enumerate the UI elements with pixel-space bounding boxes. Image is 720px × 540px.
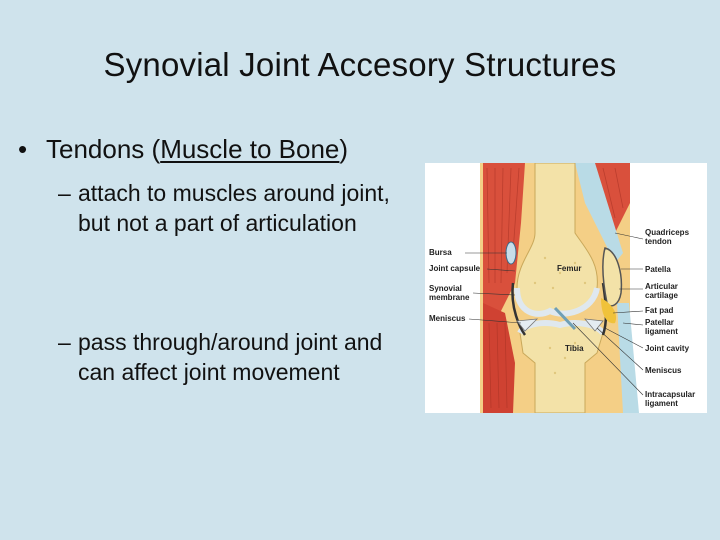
label-bursa: Bursa (429, 248, 452, 257)
bullet-suffix: ) (339, 134, 349, 164)
label-patella: Patella (645, 265, 671, 274)
label-meniscus-left: Meniscus (429, 314, 466, 323)
label-intracapsular: Intracapsular (645, 390, 695, 399)
intracapsular-ligament (553, 306, 577, 331)
bursa (505, 241, 517, 265)
label-membrane: membrane (429, 293, 470, 302)
label-patellar: Patellar (645, 318, 674, 327)
muscle-left-upper (483, 163, 525, 413)
quadriceps-tendon (575, 163, 623, 263)
bullet-dot: • (18, 134, 28, 164)
bullet-prefix: Tendons ( (46, 134, 161, 164)
bullet-tendons: • Tendons (Muscle to Bone) (18, 132, 348, 166)
femur-cartilage (514, 287, 600, 317)
fat-pad (601, 298, 617, 324)
bullet-underlined: Muscle to Bone (160, 134, 340, 164)
label-intracapsular-ligament: ligament (645, 399, 678, 408)
label-ligament: ligament (645, 327, 678, 336)
subpoint-text: attach to muscles around joint, but not … (78, 180, 390, 236)
meniscus-right (584, 318, 604, 332)
subpoint-2: – pass through/around joint and can affe… (58, 327, 398, 387)
knee-joint-svg: Bursa Joint capsule Synovial membrane Me… (429, 163, 695, 413)
label-articular: Articular (645, 282, 678, 291)
label-meniscus-right: Meniscus (645, 366, 682, 375)
leader-lines (465, 232, 644, 396)
subpoint-1: – attach to muscles around joint, but no… (58, 178, 398, 238)
label-joint-cavity: Joint cavity (645, 344, 690, 353)
meniscus-left (516, 318, 539, 332)
label-cartilage: cartilage (645, 291, 678, 300)
knee-joint-illustration: Bursa Joint capsule Synovial membrane Me… (425, 163, 707, 413)
muscle-left-lower (483, 303, 515, 413)
patella-bone (602, 247, 623, 307)
subpoint-dash: – (58, 329, 71, 355)
label-tendon: tendon (645, 237, 672, 246)
label-fat-pad: Fat pad (645, 306, 674, 315)
label-femur: Femur (557, 264, 581, 273)
slide-title: Synovial Joint Accesory Structures (103, 46, 617, 83)
label-synovial: Synovial (429, 284, 462, 293)
subpoint-text: pass through/around joint and can affect… (78, 329, 383, 385)
subpoint-dash: – (58, 180, 71, 206)
bone-texture (533, 256, 587, 375)
label-joint-capsule: Joint capsule (429, 264, 481, 273)
label-quadriceps: Quadriceps (645, 228, 690, 237)
label-tibia: Tibia (565, 344, 584, 353)
